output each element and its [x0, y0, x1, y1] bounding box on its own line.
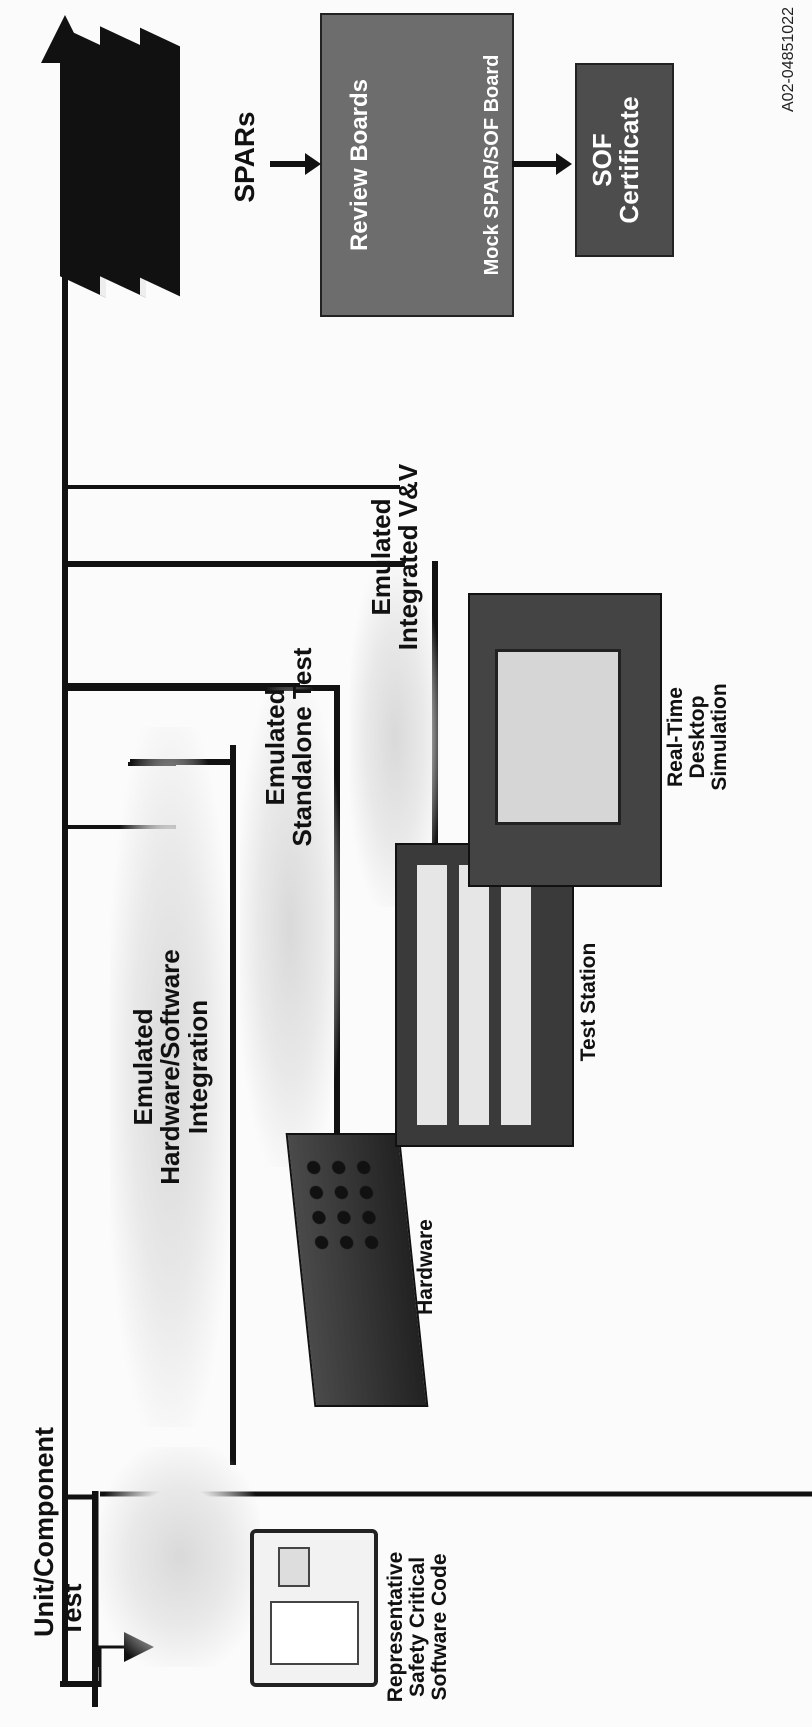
spars-label: SPARs	[230, 97, 259, 217]
boards-to-certificate-arrow	[512, 161, 562, 167]
review-boards-label: Review Boards	[347, 15, 372, 315]
hwsw-label: Emulated Hardware/Software Integration	[130, 917, 212, 1217]
desktop-sim-image	[468, 593, 662, 887]
standalone-label: Emulated Standalone Test	[262, 627, 317, 867]
integrated-label: Emulated Integrated V&V	[368, 437, 423, 677]
hwsw-bar	[230, 745, 236, 1465]
desktop-sim-label: Real-Time Desktop Simulation	[665, 637, 731, 837]
sof-certificate-label: SOF Certificate	[589, 65, 644, 255]
sof-certificate-box: SOF Certificate	[575, 63, 674, 257]
software-code-image	[250, 1529, 378, 1687]
mock-board-label: Mock SPAR/SOF Board	[482, 15, 503, 315]
unit-test-halo	[100, 1447, 260, 1667]
review-boards-image: Review Boards Mock SPAR/SOF Board	[320, 13, 514, 317]
test-station-image	[395, 843, 574, 1147]
test-station-label: Test Station	[578, 902, 600, 1102]
bus-start	[60, 1681, 100, 1687]
hardware-label: Hardware	[415, 1187, 437, 1347]
unit-test-bar	[92, 1491, 98, 1707]
document-id: A02-04851022	[780, 7, 798, 167]
software-code-label: Representative Safety Critical Software …	[385, 1527, 451, 1727]
spars-books-image	[30, 27, 190, 287]
integrated-bracket	[65, 561, 405, 567]
unit-test-label: Unit/Component Test	[30, 1387, 87, 1637]
